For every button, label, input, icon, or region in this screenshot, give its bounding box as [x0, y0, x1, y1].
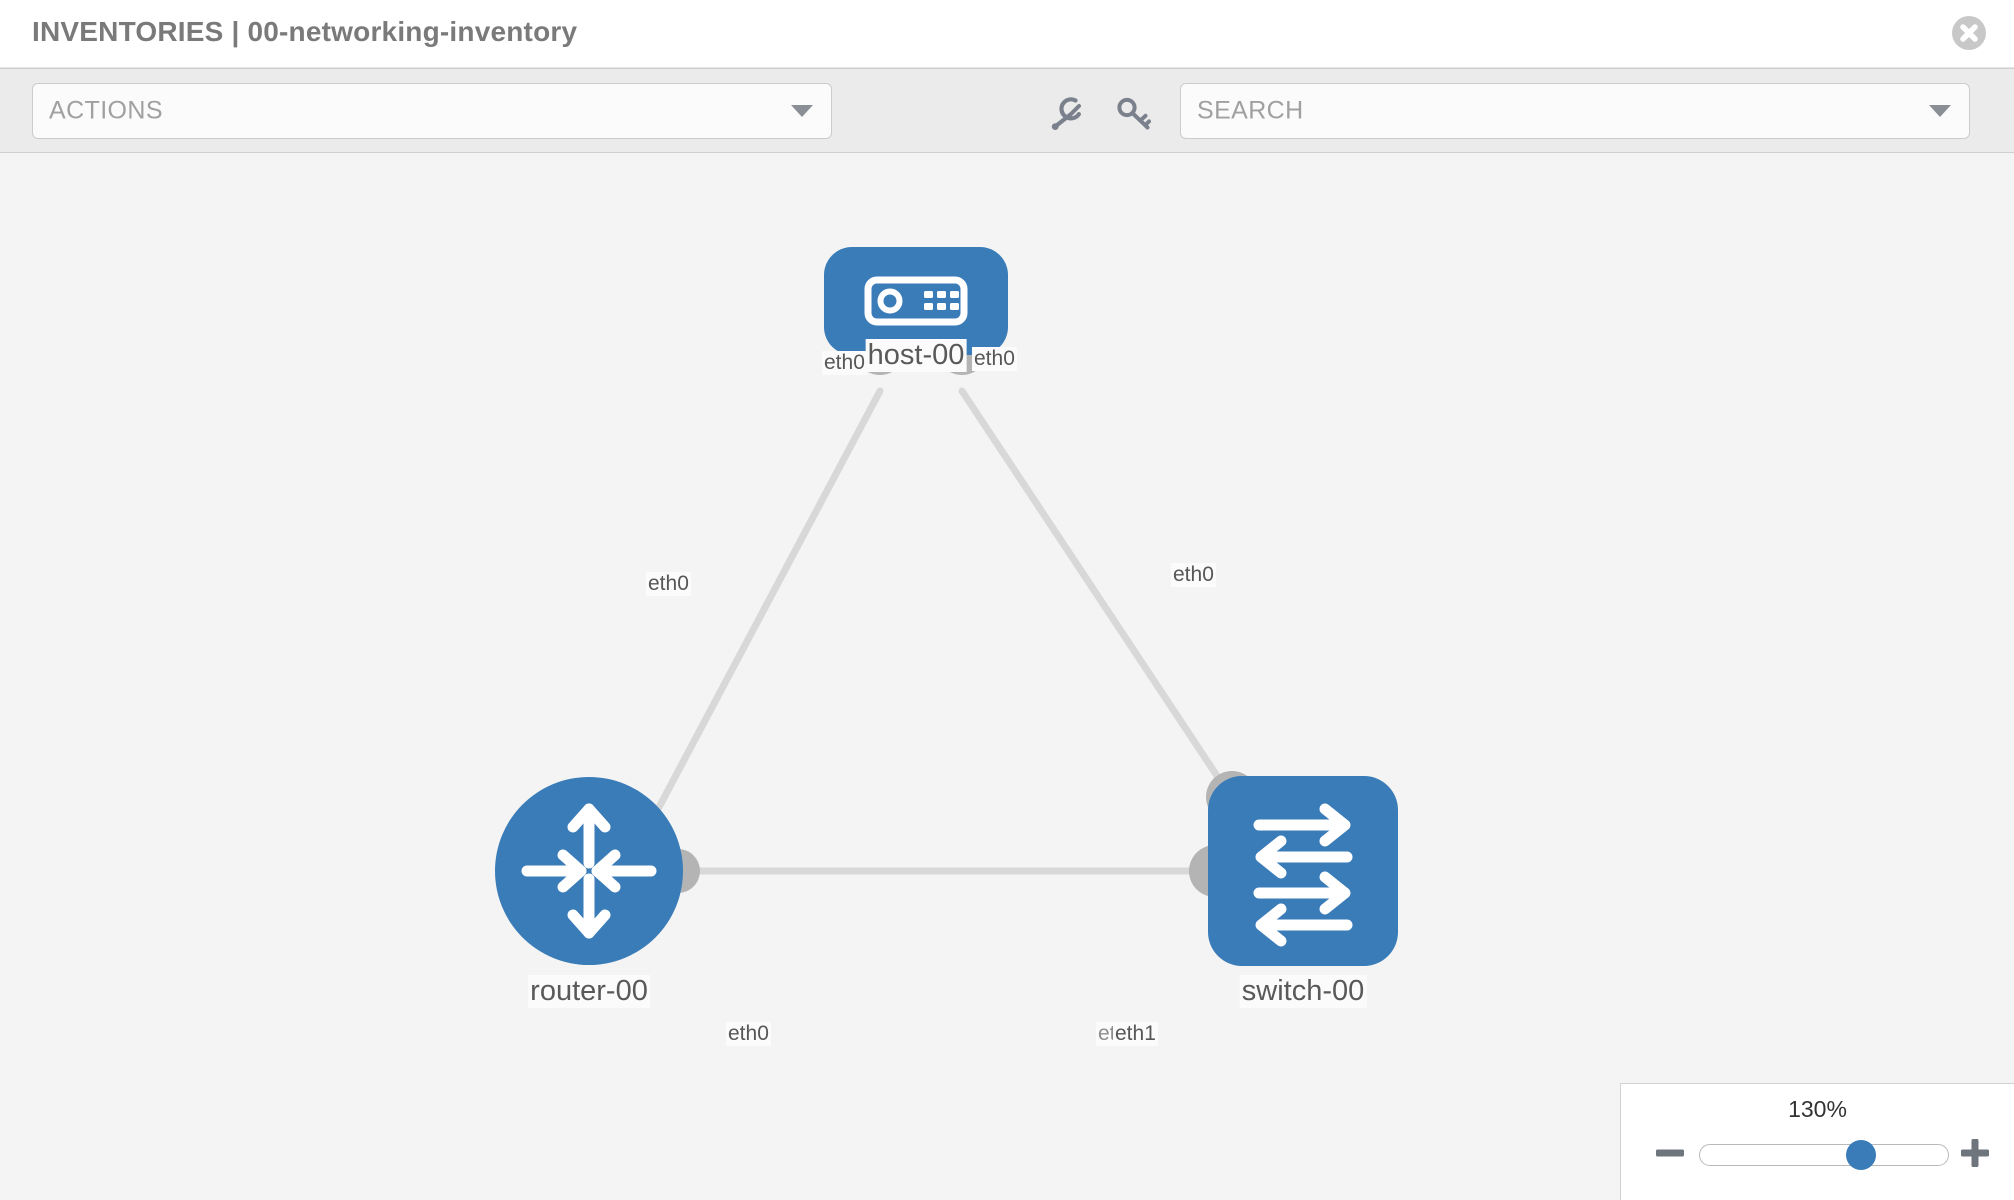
link-host-switch — [958, 387, 1239, 807]
wrench-icon[interactable] — [1046, 94, 1086, 139]
actions-dropdown-label: ACTIONS — [49, 96, 163, 125]
iface-label-host-router: eth0 — [822, 351, 867, 375]
node-switch-00[interactable] — [1208, 776, 1398, 966]
node-host-00[interactable] — [824, 247, 1008, 355]
node-label-switch-00: switch-00 — [1239, 975, 1367, 1008]
key-icon[interactable] — [1114, 94, 1154, 139]
search-placeholder: SEARCH — [1197, 96, 1304, 125]
page-title: INVENTORIES | 00-networking-inventory — [32, 16, 578, 47]
chevron-down-icon — [1929, 105, 1951, 117]
chevron-down-icon — [791, 105, 813, 117]
node-label-host-00: host-00 — [865, 339, 967, 372]
zoom-control: 130% — [1620, 1083, 2014, 1200]
link-host-router — [636, 387, 884, 847]
actions-dropdown[interactable]: ACTIONS — [32, 83, 832, 139]
iface-label-switch-host: eth0 — [1171, 563, 1216, 587]
node-label-router-00: router-00 — [528, 975, 650, 1008]
minus-icon[interactable] — [1653, 1136, 1687, 1170]
node-router-00[interactable] — [495, 777, 683, 965]
connector-nubs — [656, 323, 1258, 897]
zoom-slider-thumb[interactable] — [1846, 1140, 1876, 1170]
iface-label-host-switch: eth0 — [972, 347, 1017, 371]
zoom-slider-track[interactable] — [1699, 1140, 1949, 1170]
iface-label-switch-router: eth1 — [1113, 1022, 1158, 1046]
iface-label-router-host: eth0 — [646, 572, 691, 596]
search-input[interactable]: SEARCH — [1180, 83, 1970, 139]
close-icon[interactable] — [1952, 16, 1986, 50]
topology-graph — [495, 247, 1398, 966]
link-group — [636, 387, 1239, 875]
topology-canvas[interactable]: host-00 router-00 switch-00 eth0 eth0 et… — [0, 153, 2014, 1200]
zoom-percent-label: 130% — [1788, 1096, 1847, 1122]
title-bar: INVENTORIES | 00-networking-inventory — [0, 0, 2014, 68]
iface-label-router-switch: eth0 — [726, 1022, 771, 1046]
plus-icon[interactable] — [1958, 1136, 1992, 1170]
